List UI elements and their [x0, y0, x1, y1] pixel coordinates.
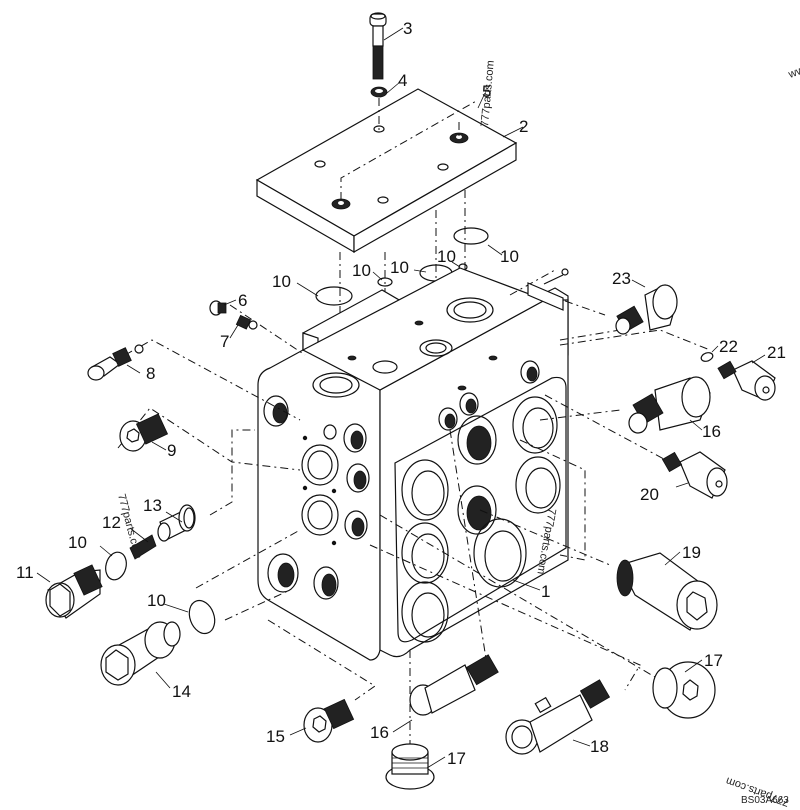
part-check-valve-20[interactable]	[661, 451, 728, 499]
part-relief-valve-16-right[interactable]	[628, 376, 711, 434]
callout-10-g[interactable]: 10	[147, 591, 166, 610]
watermark-top-right: ww	[786, 64, 800, 81]
part-orifice-7[interactable]	[235, 314, 258, 330]
callout-7[interactable]: 7	[220, 332, 229, 351]
o-ring-left[interactable]	[103, 550, 219, 637]
part-plug-6[interactable]	[209, 300, 227, 316]
part-cartridge-valve-19[interactable]	[616, 552, 718, 631]
callout-15[interactable]: 15	[266, 727, 285, 746]
callout-labels: 1 2 3 4 5 6 7 8 9 10 10 10 10 10 10 10 1…	[16, 19, 786, 768]
callout-16-a[interactable]: 16	[370, 723, 389, 742]
callout-10-d[interactable]: 10	[437, 247, 456, 266]
callout-17-b[interactable]: 17	[704, 651, 723, 670]
part-plug-9[interactable]	[119, 413, 169, 452]
part-plug-17-bottom[interactable]	[385, 743, 435, 790]
part-solenoid-valve-18[interactable]	[505, 679, 611, 755]
callout-12[interactable]: 12	[102, 513, 121, 532]
callout-9[interactable]: 9	[167, 441, 176, 460]
callout-10-b[interactable]: 10	[352, 261, 371, 280]
part-poppet-13[interactable]	[157, 504, 196, 542]
part-plug-15[interactable]	[303, 698, 355, 743]
part-fitting-21[interactable]	[717, 360, 776, 401]
callout-14[interactable]: 14	[172, 682, 191, 701]
callout-17-a[interactable]: 17	[447, 749, 466, 768]
callout-2[interactable]: 2	[519, 117, 528, 136]
callout-10-c[interactable]: 10	[390, 258, 409, 277]
part-hex-plug-14[interactable]	[100, 621, 181, 686]
callout-20[interactable]: 20	[640, 485, 659, 504]
part-bracket[interactable]	[527, 268, 569, 311]
reference-code: BS03A663	[741, 795, 789, 806]
callout-18[interactable]: 18	[590, 737, 609, 756]
part-washer-4[interactable]	[370, 86, 388, 98]
callout-10-a[interactable]: 10	[272, 272, 291, 291]
part-o-ring-22[interactable]	[700, 351, 714, 363]
part-relief-valve-16-bottom[interactable]	[409, 654, 499, 716]
callout-19[interactable]: 19	[682, 543, 701, 562]
part-cover-plate[interactable]	[255, 88, 518, 254]
callout-16-b[interactable]: 16	[702, 422, 721, 441]
part-cartridge-valve-23[interactable]	[615, 284, 678, 335]
callout-3[interactable]: 3	[403, 19, 412, 38]
callout-leaders	[36, 27, 766, 769]
callout-11[interactable]: 11	[16, 563, 34, 582]
callout-13[interactable]: 13	[143, 496, 162, 515]
watermark-top: 777parts.com	[479, 60, 497, 127]
part-relief-valve-8[interactable]	[87, 344, 144, 381]
callout-22[interactable]: 22	[719, 337, 738, 356]
callout-4[interactable]: 4	[398, 71, 407, 90]
callout-23[interactable]: 23	[612, 269, 631, 288]
part-plug-17-right[interactable]	[652, 661, 716, 719]
callout-10-e[interactable]: 10	[500, 247, 519, 266]
callout-21[interactable]: 21	[767, 343, 786, 362]
callout-8[interactable]: 8	[146, 364, 155, 383]
callout-6[interactable]: 6	[238, 291, 247, 310]
part-cap-screw[interactable]	[369, 12, 387, 80]
callout-5[interactable]: 5	[482, 82, 491, 101]
part-valve-block[interactable]	[257, 267, 569, 661]
callout-10-f[interactable]: 10	[68, 533, 87, 552]
part-hex-plug-11[interactable]	[45, 564, 103, 619]
callout-1[interactable]: 1	[541, 582, 550, 601]
